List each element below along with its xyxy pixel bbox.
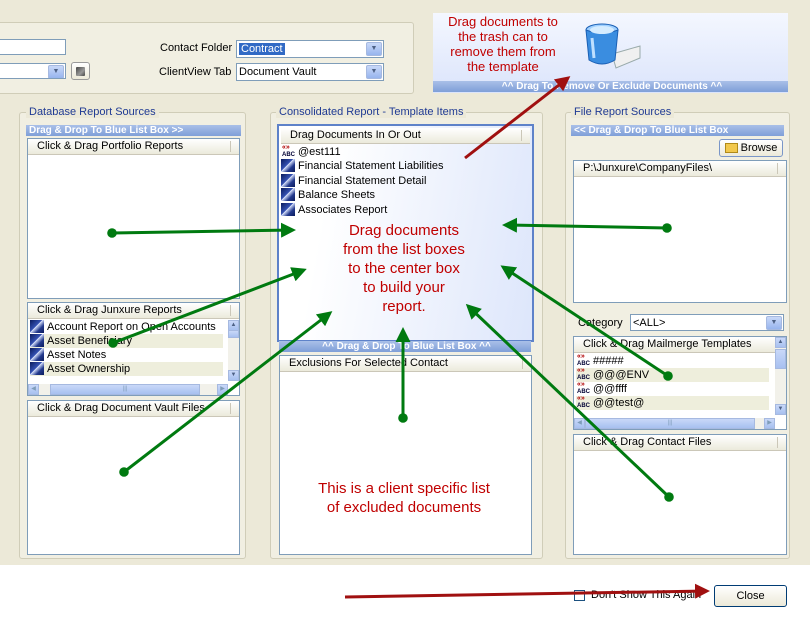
list-item[interactable]: «»ABC@@ffff xyxy=(577,381,627,395)
report-icon xyxy=(281,203,295,216)
report-icon xyxy=(30,320,44,333)
category-value: <ALL> xyxy=(633,317,666,329)
report-icon xyxy=(281,159,295,172)
exclusions-header-text: Exclusions For Selected Contact xyxy=(289,357,448,369)
scroll-right-icon[interactable]: ▶ xyxy=(217,384,228,395)
scroll-up-icon[interactable]: ▲ xyxy=(775,337,786,348)
list-item[interactable]: «»ABC@est111 xyxy=(282,144,341,158)
clientview-tab-label: ClientView Tab xyxy=(159,66,232,78)
template-header-text: Drag Documents In Or Out xyxy=(290,129,421,141)
trash-can-icon xyxy=(582,20,642,72)
mailmerge-icon: «»ABC xyxy=(577,367,590,381)
list-item[interactable]: Financial Statement Liabilities xyxy=(281,159,444,173)
mailmerge-icon: «»ABC xyxy=(282,144,295,158)
folder-icon xyxy=(724,143,738,154)
mailmerge-templates-list[interactable]: Click & Drag Mailmerge Templates «»ABC##… xyxy=(573,336,787,430)
company-files-header: P:\Junxure\CompanyFiles\ xyxy=(574,161,786,177)
scroll-thumb[interactable]: ||| xyxy=(585,418,755,429)
chevron-down-icon[interactable]: ▼ xyxy=(366,65,382,79)
category-select[interactable]: <ALL> ▼ xyxy=(630,314,784,331)
list-item[interactable]: «»ABC@@@ENV xyxy=(576,367,769,382)
list-item[interactable]: Asset Beneficiary xyxy=(30,334,223,348)
dont-show-checkbox[interactable] xyxy=(574,590,585,601)
scroll-left-icon[interactable]: ◀ xyxy=(574,418,585,429)
exclusions-list[interactable]: Exclusions For Selected Contact xyxy=(279,355,532,555)
company-files-list[interactable]: P:\Junxure\CompanyFiles\ xyxy=(573,160,787,303)
contact-files-header: Click & Drag Contact Files xyxy=(574,435,786,451)
chevron-down-icon[interactable]: ▼ xyxy=(366,42,382,56)
report-icon xyxy=(30,334,44,347)
scroll-thumb[interactable] xyxy=(775,349,786,369)
report-icon xyxy=(281,188,295,201)
junxure-reports-header: Click & Drag Junxure Reports xyxy=(28,303,239,319)
list-item[interactable]: Associates Report xyxy=(281,203,387,217)
document-vault-list[interactable]: Click & Drag Document Vault Files xyxy=(27,400,240,555)
clientview-tab-value: Document Vault xyxy=(239,66,317,78)
clientview-tab-select[interactable]: Document Vault ▼ xyxy=(236,63,384,81)
mailmerge-icon: «»ABC xyxy=(577,353,590,367)
center-annotation: Drag documents from the list boxes to th… xyxy=(343,222,465,315)
vertical-scrollbar[interactable]: ▲ ▼ xyxy=(775,337,786,415)
mailmerge-icon: «»ABC xyxy=(577,395,590,409)
list-item[interactable]: Balance Sheets xyxy=(281,188,375,202)
database-drop-bar: Drag & Drop To Blue List Box >> xyxy=(26,125,241,136)
list-item[interactable]: Asset Ownership xyxy=(30,362,223,376)
chevron-down-icon[interactable]: ▼ xyxy=(766,316,782,330)
report-icon xyxy=(30,362,44,375)
trash-drop-bar: ^^ Drag To Remove Or Exclude Documents ^… xyxy=(433,81,788,92)
portfolio-reports-list[interactable]: Click & Drag Portfolio Reports xyxy=(27,138,240,299)
folder-select[interactable]: ▼ xyxy=(0,63,66,79)
edit-button[interactable] xyxy=(71,62,90,80)
vertical-scrollbar[interactable]: ▲ ▼ xyxy=(228,320,239,381)
consolidated-report-title: Consolidated Report - Template Items xyxy=(276,106,467,118)
contact-files-list[interactable]: Click & Drag Contact Files xyxy=(573,434,787,555)
mailmerge-header-text: Click & Drag Mailmerge Templates xyxy=(583,338,752,350)
list-item[interactable]: Asset Notes xyxy=(30,348,106,362)
template-items-header: Drag Documents In Or Out xyxy=(281,128,530,144)
contact-folder-value: Contract xyxy=(239,43,285,55)
portfolio-reports-header: Click & Drag Portfolio Reports xyxy=(28,139,239,155)
scroll-down-icon[interactable]: ▼ xyxy=(228,370,239,381)
browse-button[interactable]: Browse xyxy=(719,139,783,157)
browse-label: Browse xyxy=(740,142,778,154)
list-item[interactable]: «»ABC##### xyxy=(577,353,624,367)
vault-header-text: Click & Drag Document Vault Files xyxy=(37,402,205,414)
list-item[interactable]: Account Report on Open Accounts xyxy=(30,320,216,334)
contact-folder-select[interactable]: Contract ▼ xyxy=(236,40,384,58)
scroll-down-icon[interactable]: ▼ xyxy=(775,404,786,415)
dont-show-label: Don't Show This Again xyxy=(591,589,702,601)
name-input[interactable] xyxy=(0,39,66,55)
mailmerge-icon: «»ABC xyxy=(577,381,590,395)
report-icon xyxy=(30,348,44,361)
file-drop-bar: << Drag & Drop To Blue List Box xyxy=(571,125,784,136)
scroll-left-icon[interactable]: ◀ xyxy=(28,384,39,395)
scroll-thumb[interactable]: ||| xyxy=(50,384,200,395)
horizontal-scrollbar[interactable]: ◀ ||| ▶ xyxy=(574,418,775,429)
close-button[interactable]: Close xyxy=(714,585,787,607)
scroll-thumb[interactable] xyxy=(228,330,239,338)
consolidated-drop-bar: ^^ Drag & Drop To Blue List Box ^^ xyxy=(279,341,531,352)
pencil-icon xyxy=(76,67,85,76)
junxure-header-text: Click & Drag Junxure Reports xyxy=(37,304,182,316)
list-item[interactable]: Financial Statement Detail xyxy=(281,174,426,188)
chevron-down-icon[interactable]: ▼ xyxy=(48,65,64,78)
database-sources-title: Database Report Sources xyxy=(26,106,159,118)
file-sources-title: File Report Sources xyxy=(571,106,675,118)
header-frame xyxy=(0,22,414,94)
category-label: Category xyxy=(578,317,623,329)
junxure-reports-list[interactable]: Click & Drag Junxure Reports Account Rep… xyxy=(27,302,240,396)
document-vault-header: Click & Drag Document Vault Files xyxy=(28,401,239,417)
contact-files-header-text: Click & Drag Contact Files xyxy=(583,436,712,448)
exclusion-annotation: This is a client specific list of exclud… xyxy=(318,480,490,516)
exclusions-header: Exclusions For Selected Contact xyxy=(280,356,531,372)
trash-annotation: Drag documents to the trash can to remov… xyxy=(448,14,558,74)
contact-folder-label: Contact Folder xyxy=(160,42,233,54)
path-header-text: P:\Junxure\CompanyFiles\ xyxy=(583,162,712,174)
portfolio-header-text: Click & Drag Portfolio Reports xyxy=(37,140,184,152)
report-icon xyxy=(281,174,295,187)
list-item[interactable]: «»ABC@@test@ xyxy=(576,395,769,410)
horizontal-scrollbar[interactable]: ◀ ||| ▶ xyxy=(28,384,228,395)
scroll-right-icon[interactable]: ▶ xyxy=(764,418,775,429)
mailmerge-header: Click & Drag Mailmerge Templates xyxy=(574,337,786,353)
